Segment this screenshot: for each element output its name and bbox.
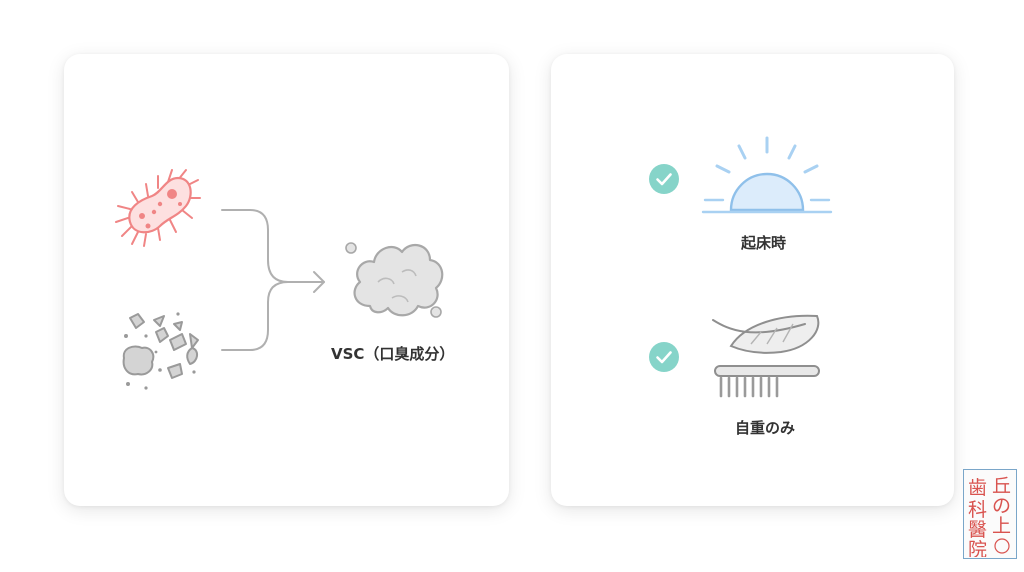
svg-text:歯: 歯 <box>968 477 987 499</box>
sunrise-icon <box>701 136 833 214</box>
feather-toothbrush-icon <box>712 314 820 398</box>
right-card: 起床時 自重のみ <box>551 54 954 506</box>
svg-text:丘: 丘 <box>992 475 1011 497</box>
svg-text:科: 科 <box>968 499 987 521</box>
clinic-seal-logo: 丘 の 上 歯 科 醫 院 <box>963 469 1017 561</box>
svg-text:院: 院 <box>968 539 987 557</box>
debris-icon <box>122 312 199 390</box>
bacteria-icon <box>115 169 201 247</box>
seal-lettering: 丘 の 上 歯 科 醫 院 <box>968 475 1011 561</box>
check-icon <box>649 164 679 194</box>
left-card: VSC（口臭成分） <box>64 54 509 506</box>
vsc-label: VSC（口臭成分） <box>331 345 455 363</box>
wake-up-label: 起床時 <box>741 234 787 252</box>
own-weight-label: 自重のみ <box>735 419 796 437</box>
check-icon <box>649 342 679 372</box>
gas-cloud-icon <box>345 242 444 318</box>
merge-arrow-icon <box>221 209 325 351</box>
svg-text:の: の <box>992 495 1011 517</box>
svg-text:醫: 醫 <box>968 519 987 541</box>
svg-text:上: 上 <box>992 515 1011 537</box>
